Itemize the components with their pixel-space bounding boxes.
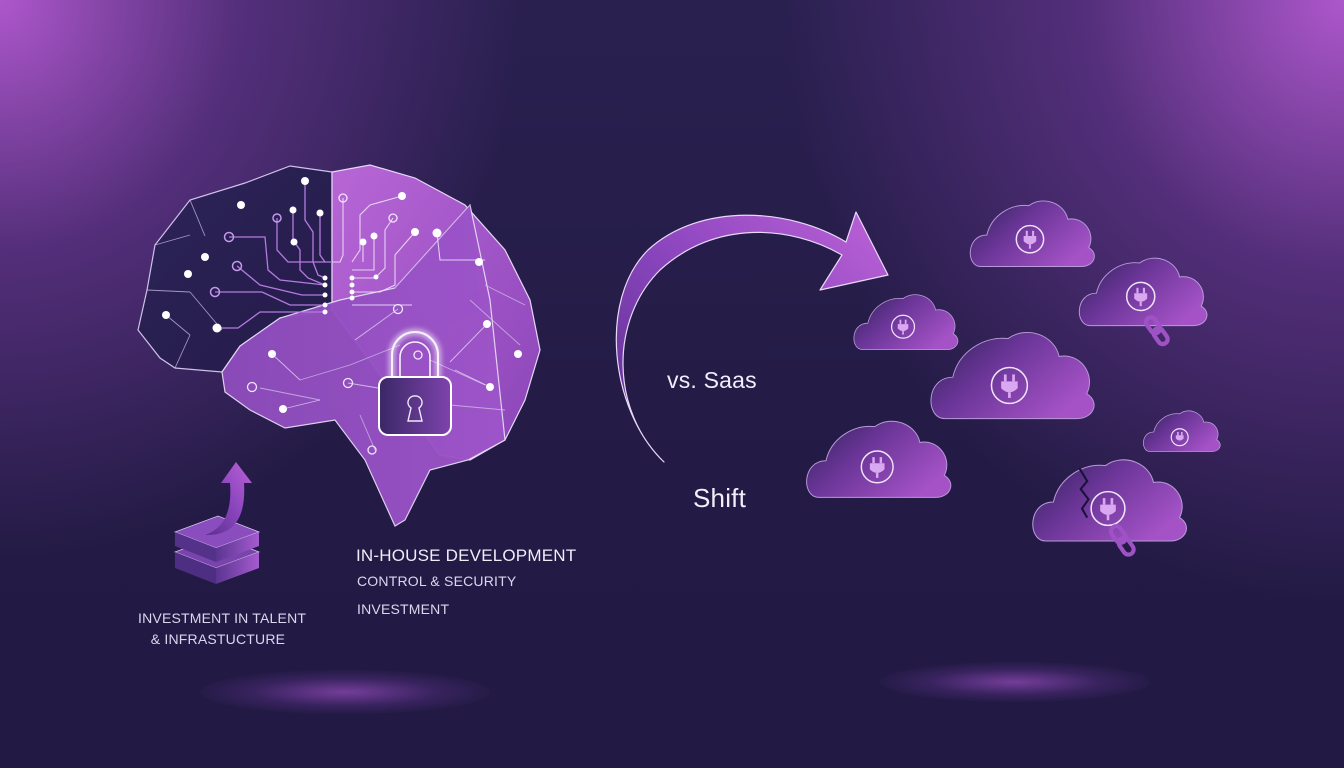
cloud-cracked bbox=[1032, 459, 1187, 557]
in-house-title: IN-HOUSE DEVELOPMENT bbox=[356, 546, 577, 565]
plug-icon bbox=[1175, 432, 1184, 441]
brain-circuit-icon bbox=[137, 164, 541, 527]
investment-label-line1: INVESTMENT IN TALENT bbox=[138, 610, 307, 626]
cloud-upper-right bbox=[1078, 257, 1208, 347]
plug-icon bbox=[1134, 287, 1148, 307]
cloud-group bbox=[806, 200, 1221, 557]
stacked-layers-up-arrow-icon bbox=[173, 462, 261, 584]
floor-glow-left bbox=[200, 670, 490, 714]
padlock-icon bbox=[378, 328, 452, 436]
cloud-lower-left bbox=[806, 420, 952, 498]
cloud-center-large bbox=[930, 331, 1095, 420]
vs-saas-label: vs. Saas bbox=[667, 367, 757, 393]
investment-label-line2: & INFRASTUCTURE bbox=[150, 631, 286, 647]
crack-icon bbox=[1078, 467, 1090, 519]
floor-glow-right bbox=[880, 662, 1150, 702]
investment-talent-label: INVESTMENT IN TALENT & INFRASTUCTURE bbox=[138, 608, 307, 650]
shift-label: Shift bbox=[693, 483, 747, 513]
chain-link-icon bbox=[1143, 315, 1170, 347]
chain-link-icon bbox=[1108, 524, 1136, 557]
plug-icon bbox=[1001, 374, 1018, 398]
plug-icon bbox=[869, 457, 885, 478]
cloud-small-left bbox=[853, 294, 959, 350]
plug-icon bbox=[1023, 230, 1037, 249]
curved-arrow-icon bbox=[615, 211, 889, 463]
plug-icon bbox=[1100, 498, 1116, 521]
cloud-top bbox=[969, 200, 1095, 267]
cloud-tiny-right bbox=[1143, 410, 1221, 452]
plug-icon bbox=[897, 319, 909, 335]
investment-detail: INVESTMENT bbox=[357, 601, 450, 617]
control-security-subtitle: CONTROL & SECURITY bbox=[357, 573, 517, 589]
